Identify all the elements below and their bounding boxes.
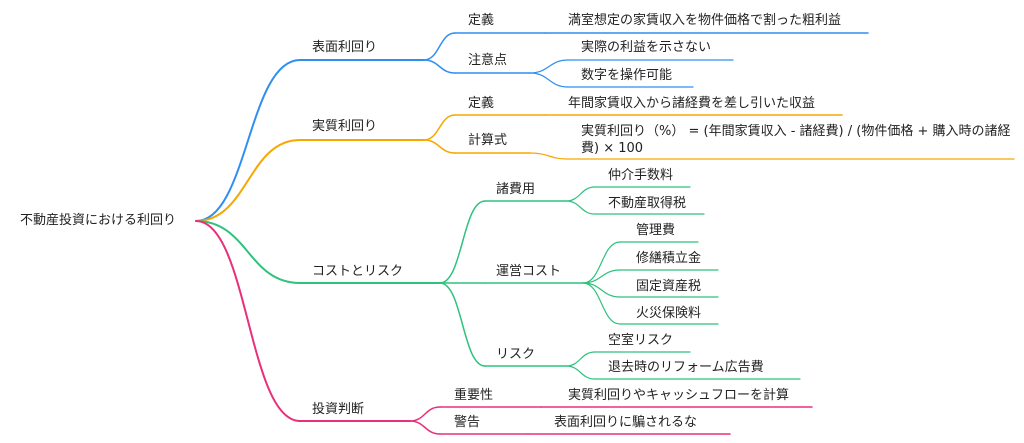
leaf-keikoku-1: 表面利回りに騙されるな [554,415,698,430]
edge-jisshitsu-teigi [423,114,456,141]
edge-root-toshi [195,220,301,422]
branch-toshi-handan: 投資判断 [312,402,365,417]
leaf-taikyo: 退去時のリフォーム広告費 [608,360,764,375]
edge-root-hyomen [195,59,301,222]
edge-jisshitsu-keisanshiki [423,139,456,154]
edge-chuiten-2 [529,72,569,88]
node-juyosei: 重要性 [454,388,494,403]
edge-shohiyo-2 [565,200,596,215]
leaf-shutokuzei: 不動産取得税 [608,196,687,211]
node-jisshitsu-teigi: 定義 [468,96,495,111]
branch-jisshitsu: 実質利回り [312,119,378,134]
leaf-juyosei-1: 実質利回りやキャッシュフローを計算 [568,388,790,403]
edge-hyomen-chuiten [423,59,456,74]
leaf-shuzen: 修繕積立金 [636,251,702,266]
node-hyomen-teigi: 定義 [468,13,495,28]
node-hyomen-chuiten: 注意点 [468,53,508,68]
leaf-hyomen-chuiten-1: 実際の利益を示さない [581,40,712,55]
edge-root-cost-risk [195,220,301,284]
node-risk: リスク [496,347,536,362]
leaf-kanrihi: 管理費 [636,223,676,238]
edge-toshi-keikoku [409,420,441,435]
branch-hyomen: 表面利回り [312,40,378,55]
leaf-kotei: 固定資産税 [636,279,702,294]
node-shohiyo: 諸費用 [496,182,536,197]
edge-cost-risk-node [439,282,486,367]
leaf-kasai: 火災保険料 [636,306,702,321]
root-node: 不動産投資における利回り [20,213,177,228]
edge-hyomen-teigi [423,32,456,61]
leaf-jisshitsu-teigi-1: 年間家賃収入から諸経費を差し引いた収益 [568,96,816,111]
edge-unei-1 [582,241,621,284]
edge-risk-1 [565,351,596,367]
edge-chuiten-1 [529,59,569,74]
node-keikoku: 警告 [454,415,481,430]
node-jisshitsu-keisanshiki: 計算式 [468,133,508,148]
leaf-hyomen-chuiten-2: 数字を操作可能 [581,68,673,83]
leaf-chukai: 仲介手数料 [608,168,674,183]
leaf-jisshitsu-keisanshiki-1: 実質利回り（%） = (年間家賃収入 - 諸経費) / (物件価格 + 購入時の… [581,124,1011,156]
edge-unei-2 [582,269,621,284]
edge-unei-4 [582,282,621,325]
edge-keisanshiki-1 [529,152,569,160]
leaf-hyomen-teigi-1: 満室想定の家賃収入を物件価格で割った粗利益 [568,13,842,28]
node-unei-cost: 運営コスト [496,264,562,279]
edge-cost-shohiyo [439,200,486,284]
branch-cost-risk: コストとリスク [312,264,404,279]
leaf-kushitsu: 空室リスク [608,333,674,348]
edge-root-jisshitsu [195,139,301,222]
edge-toshi-juyosei [409,406,441,422]
edge-shohiyo-1 [565,186,596,202]
edge-risk-2 [565,365,596,380]
